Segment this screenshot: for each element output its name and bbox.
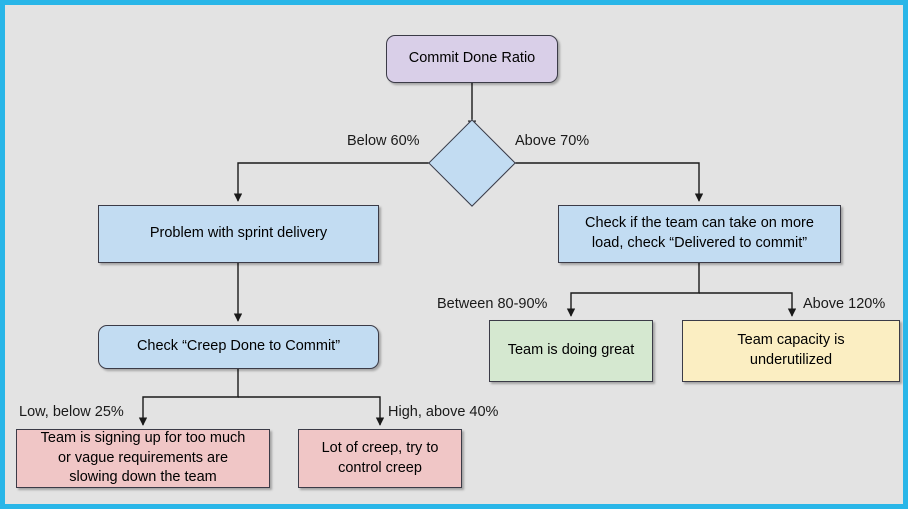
node-problem-sprint-delivery[interactable]: Problem with sprint delivery bbox=[98, 205, 379, 263]
node-label: Check if the team can take on more load,… bbox=[585, 215, 814, 251]
edge-label-above-70: Above 70% bbox=[515, 133, 590, 149]
node-label: Problem with sprint delivery bbox=[149, 225, 328, 242]
edge-load-to-great bbox=[566, 263, 700, 317]
edge-label-between-80-90: Between 80-90% bbox=[437, 296, 548, 312]
edge-label-low-below-25: Low, below 25% bbox=[19, 404, 124, 420]
node-label: Team is doing great bbox=[507, 342, 635, 359]
node-check-team-more-load[interactable]: Check if the team can take on more load,… bbox=[558, 205, 841, 263]
edge-label-above-120: Above 120% bbox=[803, 296, 886, 312]
edge-decision-to-check-load bbox=[503, 162, 704, 202]
node-signing-up-too-much[interactable]: Team is signing up for too much or vague… bbox=[16, 429, 270, 488]
edge-load-to-underutilized bbox=[699, 292, 797, 317]
node-check-creep-done-to-commit[interactable]: Check “Creep Done to Commit” bbox=[98, 325, 379, 369]
node-decision[interactable] bbox=[428, 119, 516, 207]
node-label: Team is signing up for too much or vague… bbox=[40, 430, 246, 486]
node-label: Check “Creep Done to Commit” bbox=[136, 338, 341, 355]
node-team-doing-great[interactable]: Team is doing great bbox=[489, 320, 653, 382]
node-lot-of-creep[interactable]: Lot of creep, try to control creep bbox=[298, 429, 462, 488]
edge-label-high-above-40: High, above 40% bbox=[388, 404, 499, 420]
edge-decision-to-problem bbox=[233, 162, 441, 202]
node-team-capacity-underutilized[interactable]: Team capacity is underutilized bbox=[682, 320, 900, 382]
node-label: Lot of creep, try to control creep bbox=[321, 439, 439, 476]
node-label: Team capacity is underutilized bbox=[737, 332, 845, 368]
node-commit-done-ratio[interactable]: Commit Done Ratio bbox=[386, 35, 558, 83]
edge-creep-to-signing-up bbox=[138, 369, 239, 426]
edge-creep-to-lot-of-creep bbox=[238, 396, 385, 426]
edge-label-below-60: Below 60% bbox=[347, 133, 420, 149]
node-label: Commit Done Ratio bbox=[408, 50, 536, 67]
